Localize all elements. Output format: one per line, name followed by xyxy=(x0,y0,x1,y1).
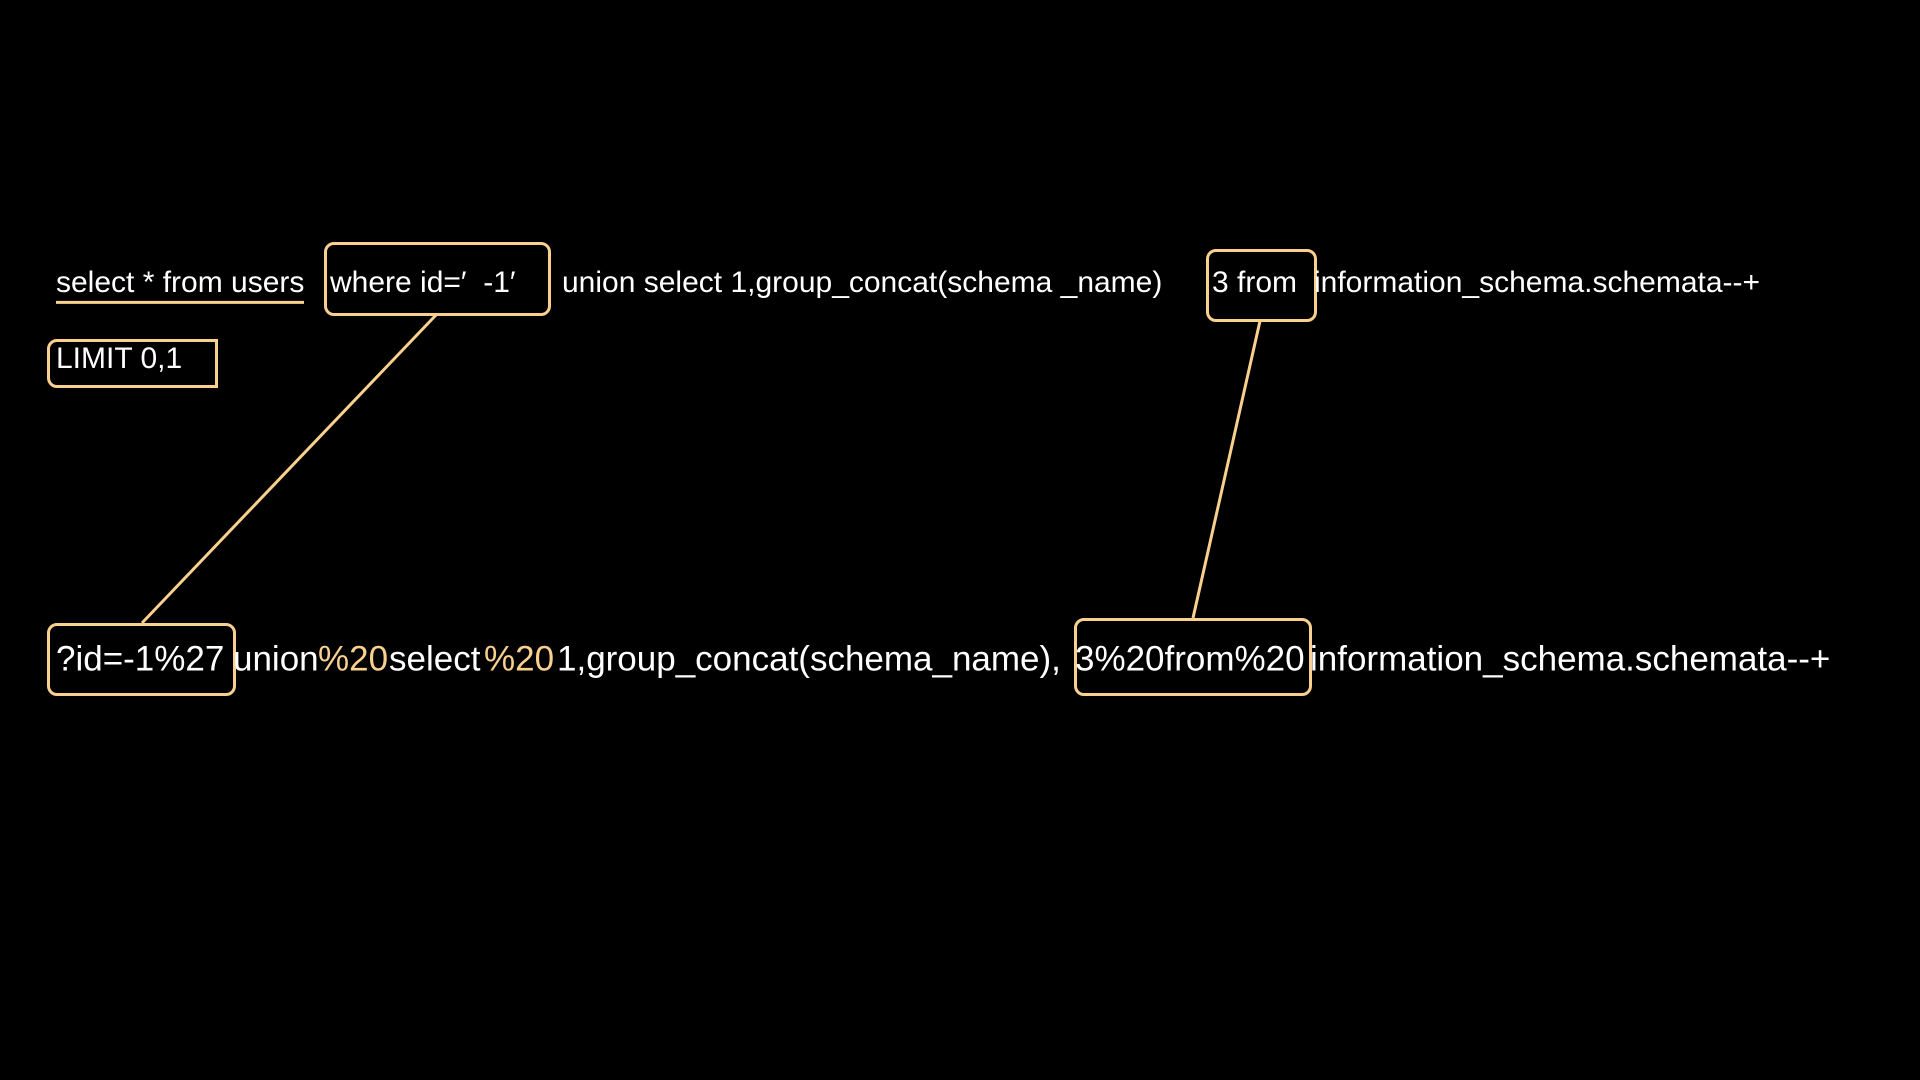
connector-where-to-param xyxy=(140,313,438,625)
connector-from-to-encoded-from xyxy=(1191,320,1262,619)
param-box xyxy=(47,623,236,696)
query-union-part: union select 1,group_concat(schema _name… xyxy=(562,266,1163,299)
url-param: ?id=-1%27 xyxy=(56,639,225,679)
limit-clause: LIMIT 0,1 xyxy=(56,342,183,375)
query-prefix: select * from users xyxy=(56,267,305,304)
url-union: union xyxy=(233,639,319,679)
from-clause-box xyxy=(1206,249,1317,322)
url-select: select xyxy=(389,639,481,679)
url-from-part: 3%20from%20 xyxy=(1075,639,1305,679)
limit-box xyxy=(47,339,218,388)
url-tail: information_schema.schemata--+ xyxy=(1310,639,1831,679)
where-clause-box xyxy=(324,242,551,316)
url-encoded-space-2: %20 xyxy=(484,639,555,679)
query-tail: information_schema.schemata--+ xyxy=(1314,266,1761,299)
query-from-part: 3 from xyxy=(1212,266,1298,299)
encoded-from-box xyxy=(1074,618,1312,696)
url-columns: 1,group_concat(schema_name), xyxy=(557,639,1061,679)
url-encoded-space-1: %20 xyxy=(318,639,389,679)
query-where-clause: where id=′ -1′ xyxy=(330,266,516,299)
